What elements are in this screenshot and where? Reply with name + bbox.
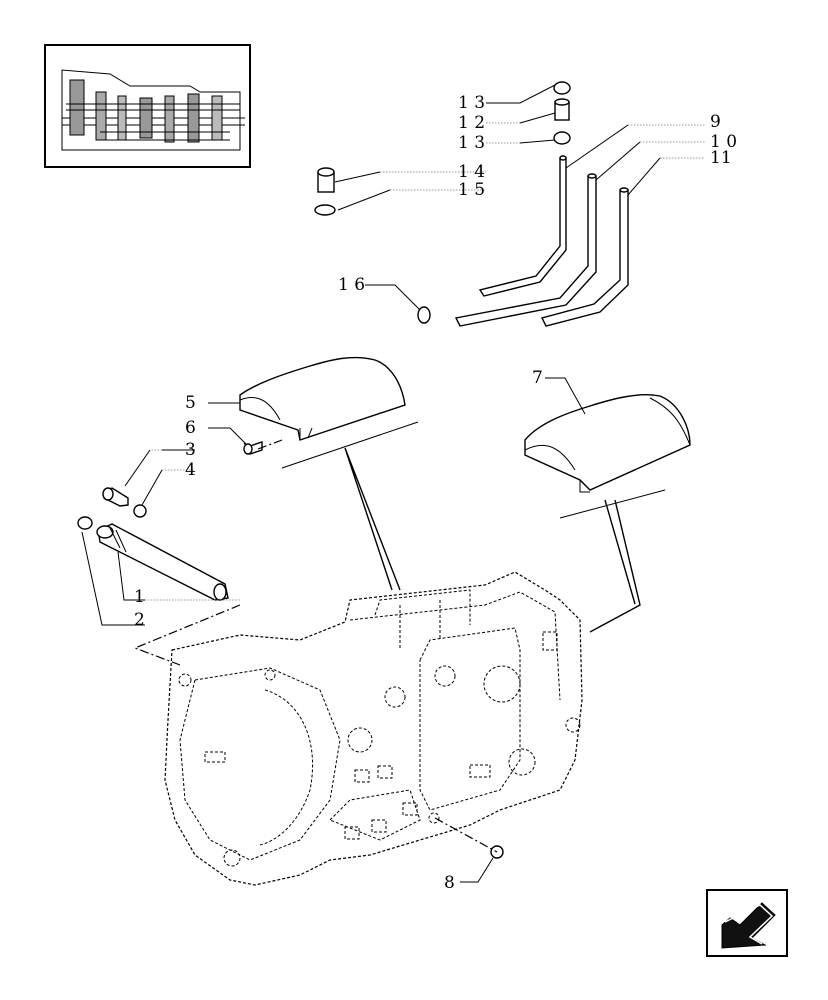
callout-4: 4	[185, 460, 196, 480]
transmission-section-thumbnail-icon[interactable]	[44, 44, 251, 168]
mounting-line	[559, 489, 666, 519]
mounting-line	[281, 421, 419, 469]
cover-shell-part	[239, 356, 406, 441]
cover-shell-part	[524, 394, 691, 493]
assembly-line	[257, 439, 283, 450]
callout-10: 1 0	[710, 132, 737, 152]
callout-13: 1 3	[458, 133, 485, 153]
pipe-part	[540, 187, 629, 327]
callout-11: 11	[710, 148, 732, 168]
callout-3: 3	[185, 440, 196, 460]
callout-9: 9	[710, 112, 721, 132]
callout-1: 1	[134, 587, 145, 607]
callout-7: 7	[532, 368, 543, 388]
o-ring-part	[417, 306, 431, 324]
pipe-part	[454, 173, 597, 327]
o-ring-part	[553, 81, 571, 95]
bushing-part	[317, 167, 335, 193]
callout-14: 1 4	[458, 162, 485, 182]
previous-page-arrow-icon[interactable]	[706, 889, 788, 957]
washer-part	[133, 504, 147, 518]
callout-5: 5	[185, 393, 196, 413]
shaft-part	[96, 523, 229, 601]
bolt-part	[243, 441, 263, 455]
callout-15: 1 5	[458, 180, 485, 200]
callout-13: 1 3	[458, 93, 485, 113]
o-ring-part	[77, 516, 93, 530]
assembly-line	[133, 604, 241, 666]
screw-part	[102, 487, 129, 507]
o-ring-part	[314, 204, 336, 216]
transmission-case	[164, 571, 583, 886]
leader-lines	[81, 84, 705, 883]
callout-6: 6	[185, 418, 196, 438]
pipe-part	[478, 155, 567, 297]
o-ring-part	[553, 131, 571, 145]
callout-2: 2	[134, 610, 145, 630]
mounting-line	[589, 499, 641, 633]
callout-8: 8	[444, 873, 455, 893]
assembly-line	[434, 817, 498, 853]
callout-12: 1 2	[458, 113, 485, 133]
callout-16: 1 6	[338, 275, 365, 295]
mounting-line	[344, 447, 401, 591]
bushing-part	[554, 98, 570, 121]
